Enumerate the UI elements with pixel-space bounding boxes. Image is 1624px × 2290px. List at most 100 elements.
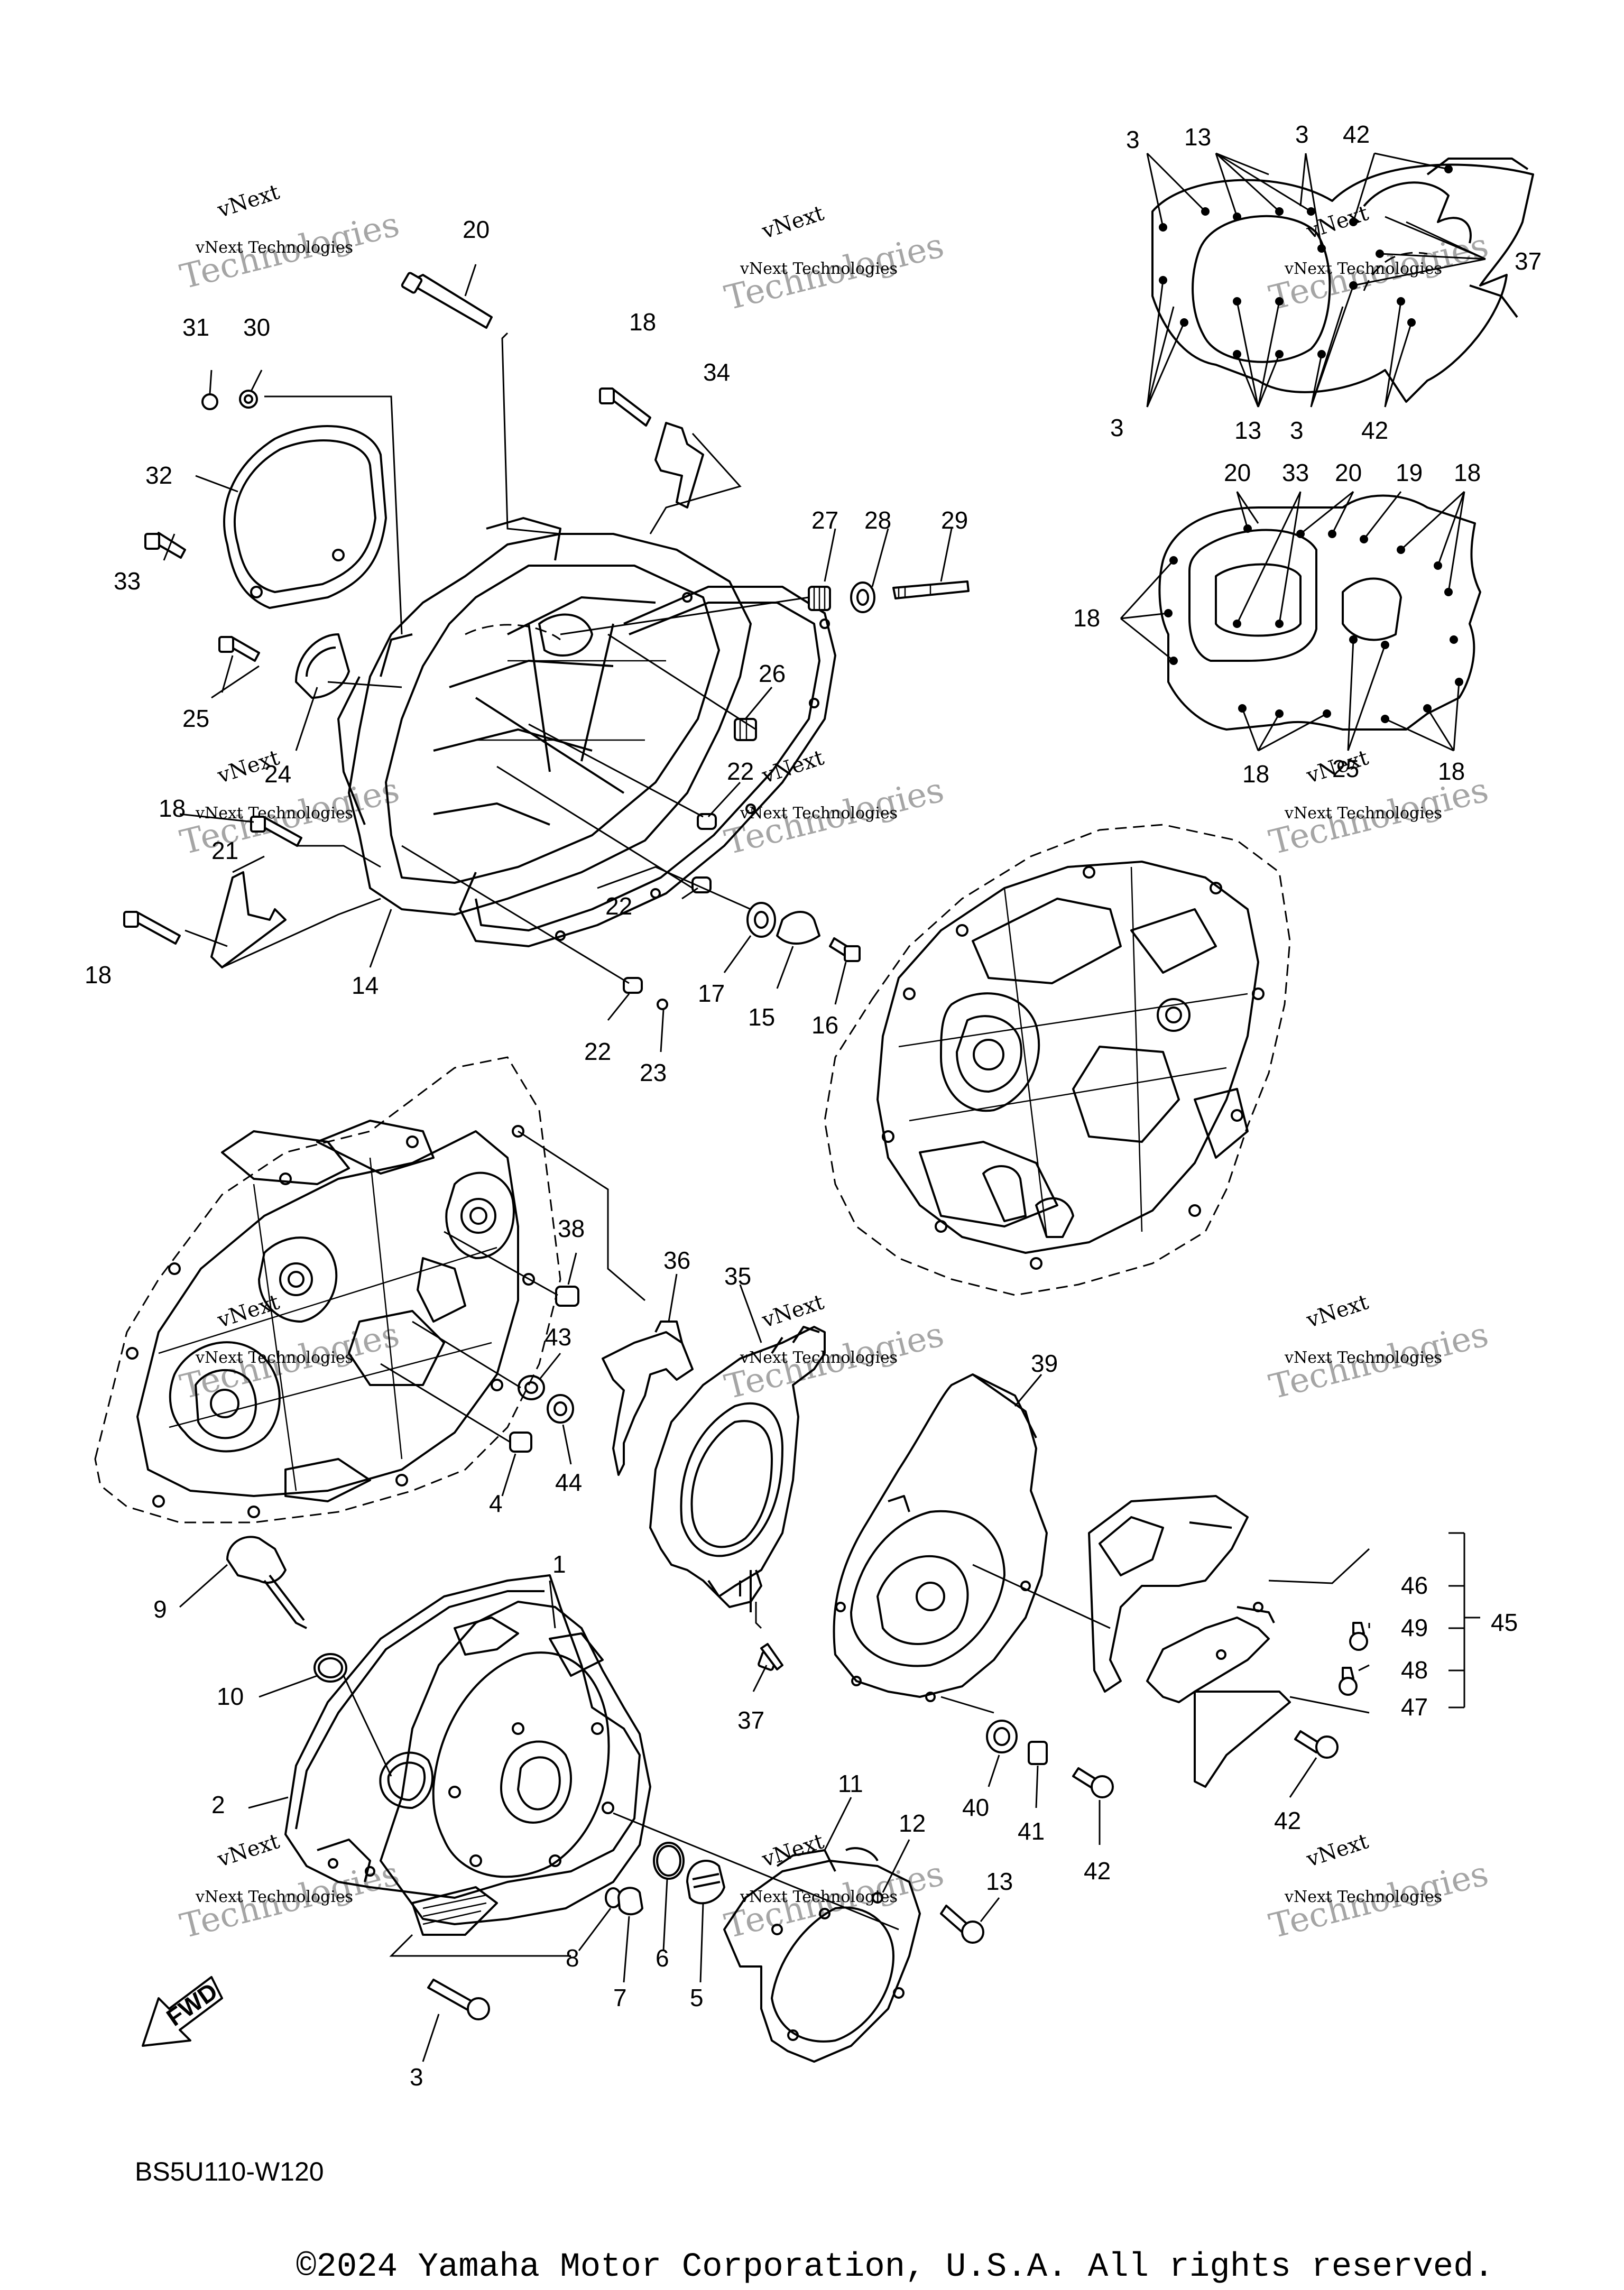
watermark-line1: vNext (1303, 201, 1371, 244)
case-bolt-bosses (126, 1125, 535, 1518)
watermark: vNext vNext Technologies Technologies (1266, 1290, 1492, 1407)
watermark: vNext vNext Technologies Technologies (721, 1829, 948, 1946)
crankcase-cover-assembly (337, 517, 836, 947)
callout-18: 18 (159, 795, 186, 822)
grommet-40 (986, 1720, 1018, 1753)
watermark-line2: vNext Technologies (1284, 1888, 1442, 1906)
watermark-line1: vNext (1303, 1290, 1371, 1333)
callout-42: 42 (1343, 121, 1370, 148)
small-parts-lower-center (578, 1842, 725, 1983)
watermark-line2: vNext Technologies (1284, 260, 1442, 278)
o-ring-6 (653, 1842, 685, 1880)
watermark: vNext vNext Technologies Technologies (177, 1290, 403, 1407)
callout-28: 28 (864, 506, 891, 534)
detail-crankcase-bolt-pattern (1120, 491, 1481, 752)
collar-41 (1028, 1741, 1048, 1765)
plug-5 (686, 1860, 725, 1905)
watermark-line1: vNext (759, 201, 827, 244)
callout-25: 25 (182, 705, 209, 732)
watermark: vNext vNext Technologies Technologies (721, 745, 948, 863)
callout-33: 33 (114, 567, 141, 595)
callout-46: 46 (1401, 1572, 1428, 1599)
small-parts-middle (380, 1231, 579, 1497)
dowel-22 (697, 813, 717, 830)
callout-36: 36 (663, 1246, 690, 1274)
o-ring-10 (313, 1653, 347, 1683)
callout-3: 3 (1110, 414, 1124, 441)
callout-38: 38 (558, 1215, 585, 1242)
callout-23: 23 (640, 1059, 667, 1086)
callout-22: 22 (584, 1038, 611, 1065)
callout-18: 18 (1454, 459, 1481, 486)
callout-49: 49 (1401, 1614, 1428, 1641)
watermark-line2: vNext Technologies (740, 260, 898, 278)
callout-13: 13 (1234, 417, 1261, 444)
callout-42: 42 (1361, 417, 1388, 444)
callout-4: 4 (489, 1490, 503, 1517)
seal-17 (746, 902, 776, 938)
callout-35: 35 (724, 1262, 751, 1290)
callout-47: 47 (1401, 1693, 1428, 1721)
watermark-line3: Technologies (1266, 1854, 1492, 1946)
watermark-line2: vNext Technologies (195, 1888, 353, 1906)
callout-39: 39 (1031, 1350, 1058, 1377)
outer-cover-assembly (248, 1574, 899, 1957)
callout-44: 44 (555, 1469, 582, 1496)
callout-3: 3 (410, 2063, 423, 2091)
detail-cover-bolt-pattern (1146, 152, 1534, 408)
fwd-arrow-icon: FWD (142, 1976, 223, 2047)
callout-18: 18 (85, 961, 112, 989)
copyright-notice: ©2024 Yamaha Motor Corporation, U.S.A. A… (296, 2248, 1494, 2286)
callout-32: 32 (145, 461, 172, 489)
callout-43: 43 (545, 1323, 571, 1351)
o-ring-23 (657, 999, 668, 1010)
callout-6: 6 (656, 1944, 669, 1972)
watermark-line2: vNext Technologies (195, 238, 353, 257)
callout-15: 15 (748, 1003, 775, 1031)
callout-5: 5 (690, 1984, 704, 2011)
small-parts-upper (123, 264, 970, 1052)
callout-17: 17 (698, 980, 725, 1007)
callout-13: 13 (1184, 123, 1211, 151)
callout-13: 13 (986, 1868, 1013, 1895)
bolt-holes (1164, 524, 1463, 723)
diagram-code: BS5U110-W120 (135, 2157, 324, 2186)
crankcase-right-half (824, 824, 1291, 1296)
callout-42: 42 (1274, 1807, 1301, 1834)
cover-assembly-45 (1088, 1495, 1480, 1788)
callout-18: 18 (1242, 760, 1269, 788)
callout-22: 22 (727, 758, 754, 785)
callout-18: 18 (1073, 604, 1100, 632)
callout-labels: 20 31 30 18 34 32 27 28 29 33 25 26 24 2… (85, 121, 1542, 2091)
callout-3: 3 (1295, 121, 1309, 148)
screw-48 (1342, 1667, 1354, 1679)
watermark-line3: Technologies (721, 1315, 948, 1407)
watermark: vNext vNext Technologies Technologies (721, 201, 948, 318)
cover-39 (833, 1373, 1111, 1714)
callout-9: 9 (153, 1595, 167, 1623)
small-parts-lower-right (986, 1720, 1339, 1845)
shift-fork-36 (602, 1273, 694, 1476)
case-bolt-bosses (882, 866, 1265, 1270)
washer-30 (239, 390, 258, 409)
screw-49 (1352, 1622, 1365, 1635)
watermark-line3: Technologies (721, 771, 948, 863)
dowel-22 (623, 977, 643, 994)
watermark: vNext vNext Technologies Technologies (721, 1290, 948, 1407)
clamp-21 (210, 871, 287, 968)
callout-3: 3 (1126, 126, 1140, 153)
callout-18: 18 (629, 308, 656, 336)
callout-29: 29 (941, 506, 968, 534)
watermark-line2: vNext Technologies (1284, 804, 1442, 823)
callout-48: 48 (1401, 1656, 1428, 1684)
callout-18: 18 (1438, 758, 1465, 785)
callout-42: 42 (1084, 1857, 1111, 1885)
seal-44 (547, 1394, 574, 1424)
callout-12: 12 (899, 1809, 926, 1837)
cover-32 (223, 425, 387, 609)
watermark-line1: vNext (1303, 1829, 1371, 1872)
bolt-20 (411, 274, 493, 329)
seal-28 (850, 581, 875, 613)
callout-2: 2 (211, 1791, 225, 1818)
